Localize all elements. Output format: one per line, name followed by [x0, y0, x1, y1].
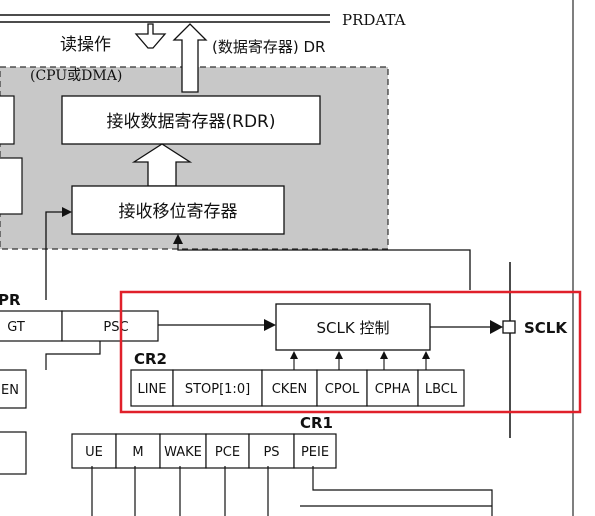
- cr2-bit-box: [130, 369, 174, 407]
- dr-to-bus-arrow: [172, 23, 208, 93]
- cr1-bit-box: [159, 433, 207, 469]
- psc-box: [61, 310, 159, 342]
- cr2-bit-box: [261, 369, 318, 407]
- cr2-bit-label: CKEN: [272, 382, 308, 397]
- sclk-output-arrowhead: [490, 320, 503, 334]
- cr1-bit-label: WAKE: [164, 445, 202, 460]
- cr1-bit-box: [248, 433, 295, 469]
- left-partial-box-upper: [0, 95, 15, 145]
- left-partial-box-lower: [0, 157, 23, 215]
- cpu-dma-label: (CPU或DMA): [30, 68, 122, 84]
- cr1-line-peie: [312, 466, 493, 516]
- read-operation-label: 读操作: [60, 35, 111, 55]
- cr2-bit-box: [417, 369, 465, 407]
- psc-label: PSC: [103, 320, 128, 335]
- shift-input-arrowhead: [62, 207, 72, 217]
- shift-to-rdr-arrow: [131, 143, 193, 187]
- sclk-pin-label: SCLK: [524, 319, 568, 337]
- psc-to-sclk-arrowhead: [264, 319, 276, 331]
- cr2-label: CR2: [134, 350, 167, 368]
- cr1-bit-label: UE: [85, 445, 103, 460]
- receive-shift-register-box: [71, 185, 285, 235]
- cpha-to-control-arrowhead: [380, 351, 388, 359]
- cr1-bit-label: PS: [263, 445, 279, 460]
- sclk-control-box: [275, 303, 431, 351]
- highlight-box: [119, 290, 582, 414]
- data-register-dr-label: (数据寄存器) DR: [212, 38, 325, 56]
- cken-to-control-arrowhead: [290, 351, 298, 359]
- left-partial-box-bottom: [0, 431, 27, 475]
- lbcl-to-control-arrowhead: [422, 351, 430, 359]
- receive-data-register-box: [61, 95, 321, 145]
- cr2-register: LINE STOP[1:0] CKEN CPOL CPHA LBCL: [130, 369, 465, 407]
- read-operation-arrow: [134, 23, 167, 49]
- en-partial-box: [0, 369, 27, 409]
- pr-label: PR: [0, 291, 21, 309]
- sclk-to-shift-line: [177, 242, 471, 290]
- receive-data-register-label: 接收数据寄存器(RDR): [107, 112, 276, 132]
- gt-label: GT: [7, 320, 25, 335]
- cr2-bit-box: [366, 369, 419, 407]
- cr1-bit-box: [115, 433, 161, 469]
- cr2-bit-label: CPOL: [325, 382, 360, 397]
- sclk-pin: [502, 320, 516, 334]
- sclk-to-shift-arrowhead: [173, 234, 183, 244]
- shift-input-line: [45, 211, 66, 300]
- cr1-register: UE M WAKE PCE PS PEIE: [71, 433, 337, 469]
- cr1-bit-box: [205, 433, 250, 469]
- cr2-bit-label: LINE: [137, 382, 166, 397]
- en-label: EN: [1, 383, 19, 398]
- cr2-bit-label: CPHA: [375, 382, 411, 397]
- cr1-label: CR1: [300, 414, 333, 432]
- cr2-bit-label: STOP[1:0]: [185, 382, 250, 397]
- cr1-bit-label: M: [132, 445, 143, 460]
- receive-shift-register-label: 接收移位寄存器: [119, 202, 238, 222]
- cr2-bit-label: LBCL: [425, 382, 458, 397]
- cpol-to-control-arrowhead: [335, 351, 343, 359]
- cr1-bit-box: [293, 433, 337, 469]
- cr1-bit-label: PCE: [215, 445, 240, 460]
- cr1-bit-label: PEIE: [301, 445, 329, 460]
- sclk-control-label: SCLK 控制: [317, 319, 390, 337]
- prdata-label: PRDATA: [342, 11, 406, 29]
- psc-down-line: [45, 341, 101, 370]
